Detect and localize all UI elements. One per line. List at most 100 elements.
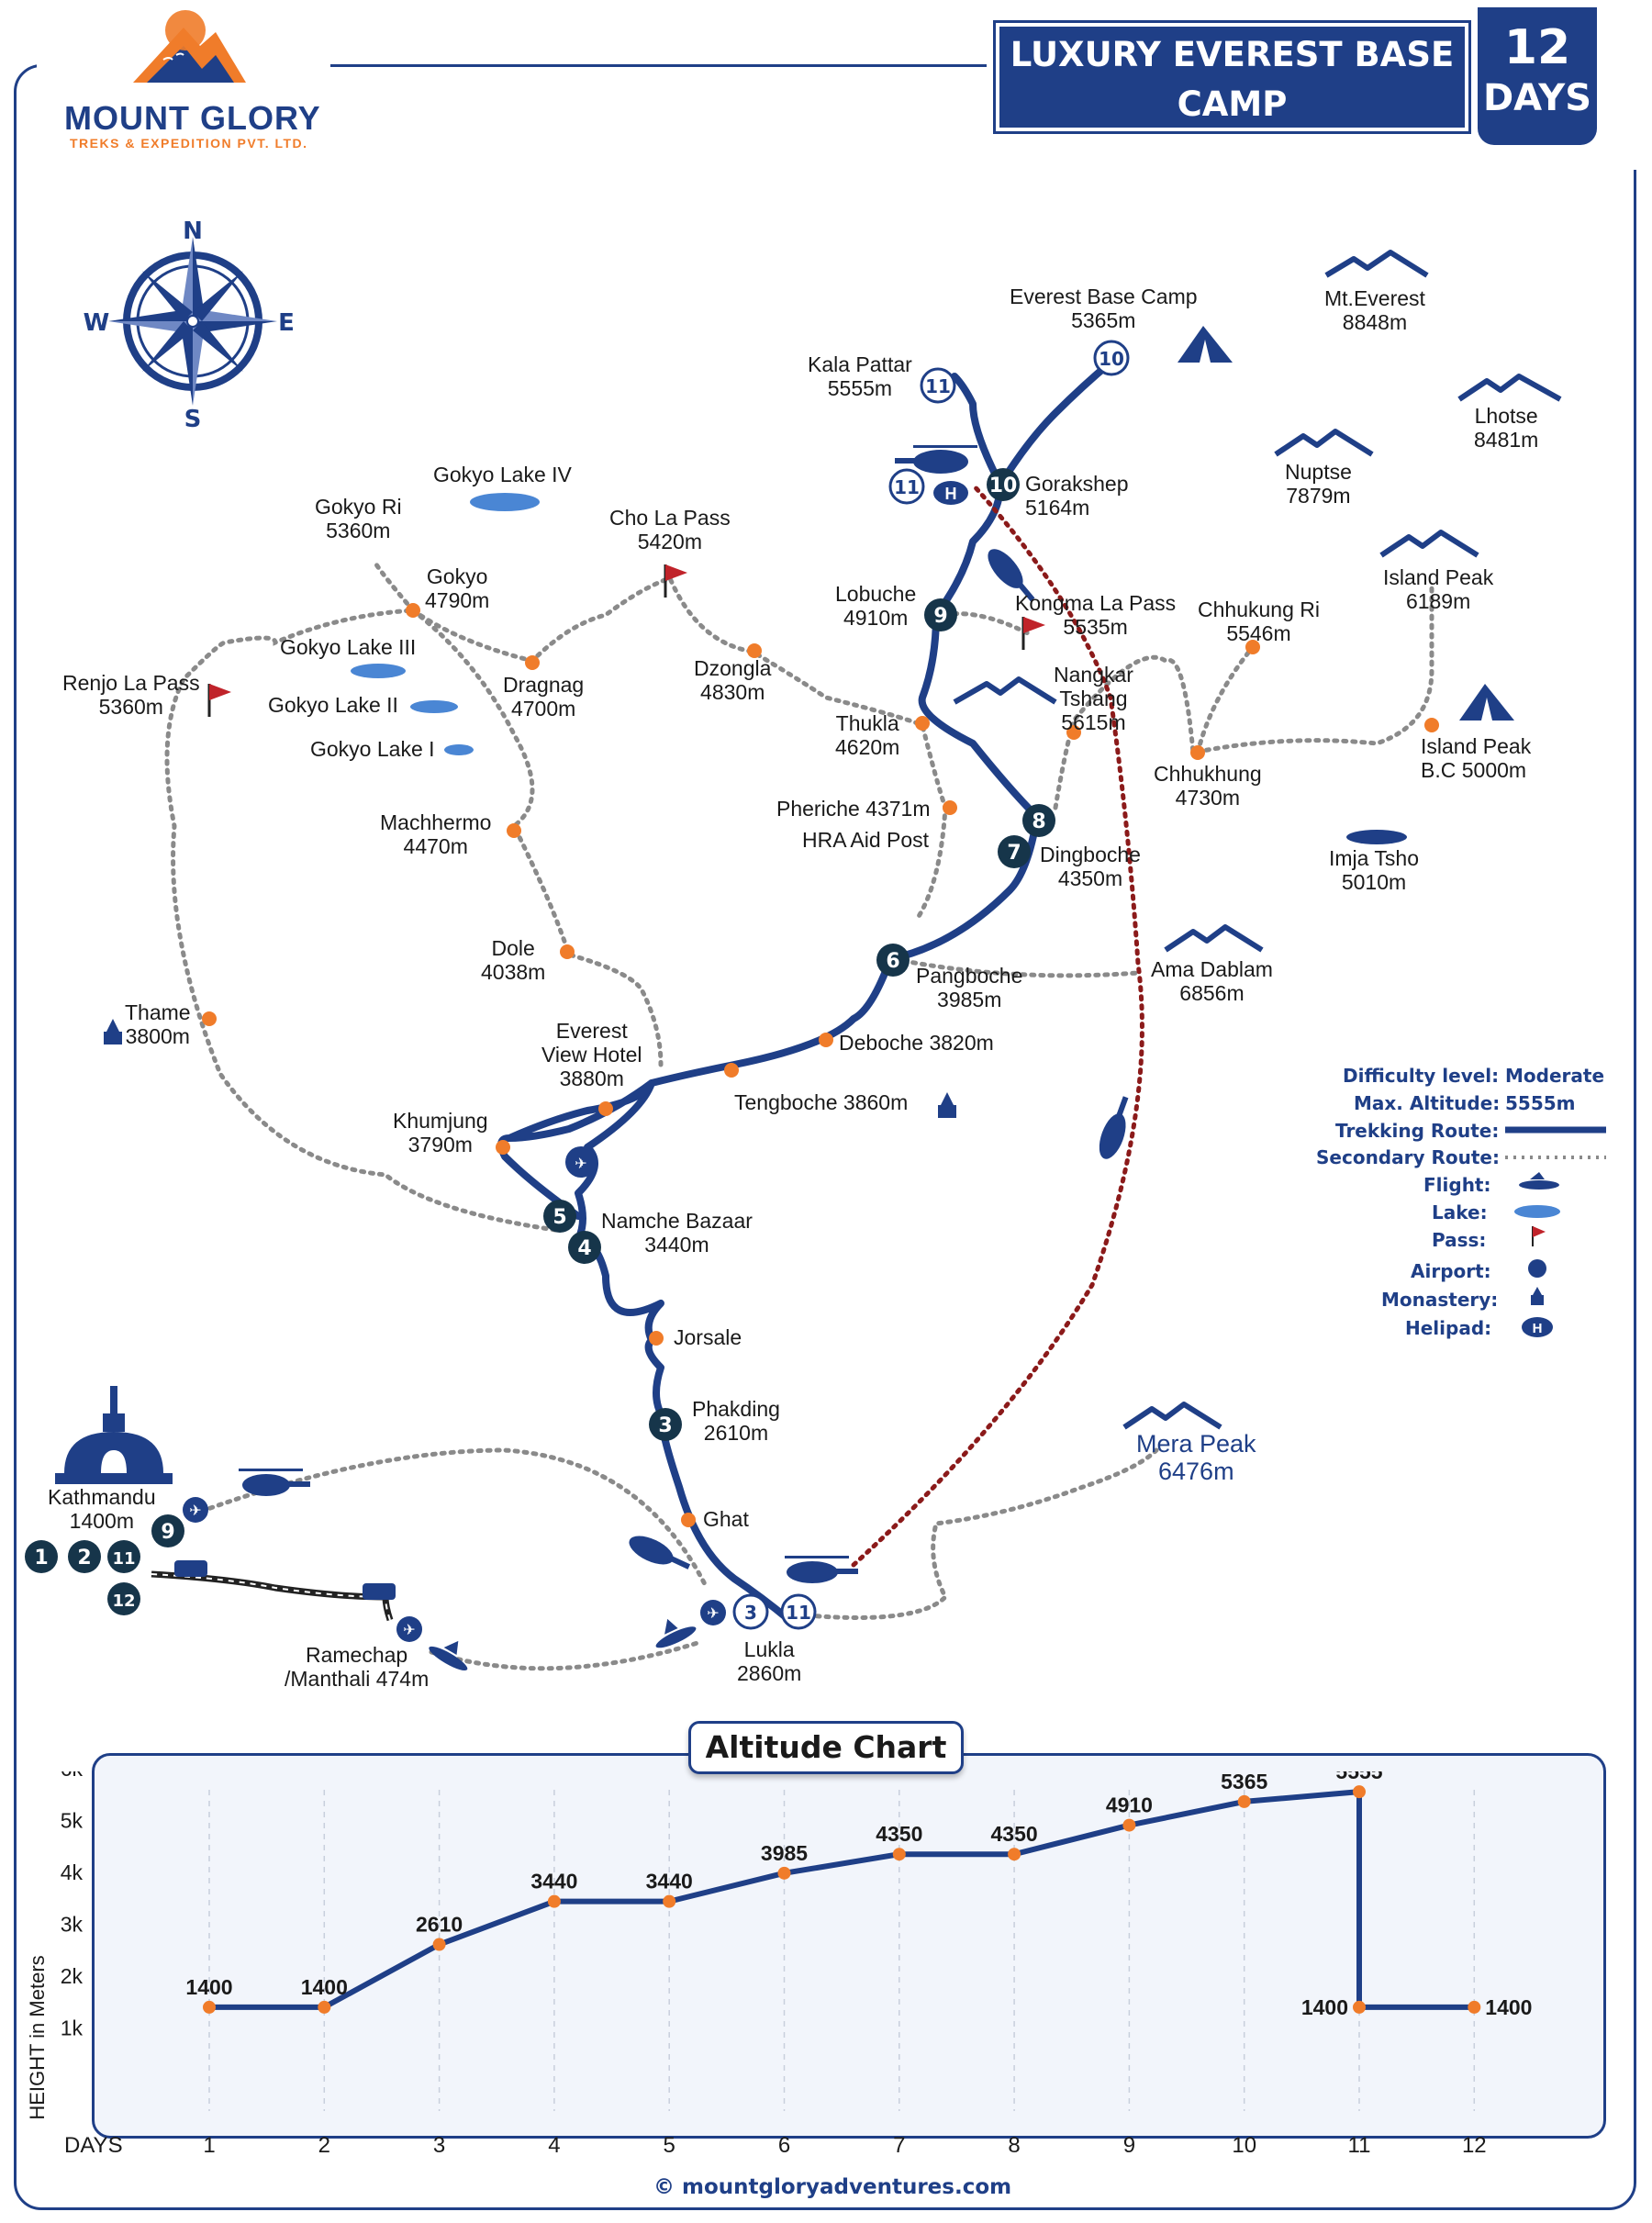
footer-website[interactable]: © mountgloryadventures.com: [653, 2175, 1011, 2199]
road-ktm-ramechap: [151, 1570, 394, 1622]
xtick-label: 4: [548, 2133, 560, 2157]
days-badge: 12 DAYS: [1478, 7, 1597, 145]
dot-gokyo-ri: [406, 603, 420, 618]
dot-pheriche: [943, 800, 957, 815]
jeep-2-icon: [363, 1583, 396, 1600]
label-gokyo-lake-2: Gokyo Lake II: [268, 693, 398, 717]
dot-chhukung-ri: [1245, 640, 1260, 654]
dot-khumjung: [496, 1140, 510, 1155]
day-marker-4: 4: [568, 1231, 601, 1264]
secondary-route-gokyo-east: [410, 608, 664, 1067]
day-marker-11-ktm: 11: [107, 1540, 140, 1573]
altitude-point: [318, 2000, 331, 2014]
altitude-data-label: 3985: [761, 1841, 808, 1865]
ytick-label: 6k: [61, 1771, 84, 1781]
legend-pass-icon: [1532, 1226, 1546, 1246]
ytick-label: 2k: [61, 1964, 84, 1988]
helicopter-mid-icon: [629, 1536, 691, 1570]
plane-lukla-icon: [655, 1618, 697, 1648]
day-marker-3-phakding: 3: [649, 1408, 682, 1441]
altitude-data-label: 1400: [301, 1975, 348, 1999]
legend-flight: Flight:: [1423, 1174, 1491, 1196]
helicopter-ama-icon: [1099, 1096, 1129, 1159]
xtick-label: 1: [203, 2133, 215, 2157]
day-marker-11-heli: 11: [888, 468, 925, 505]
dot-tengboche: [724, 1063, 739, 1078]
lake-gokyo-4: [470, 493, 540, 511]
footer-url[interactable]: mountgloryadventures.com: [682, 2175, 1012, 2199]
legend-airport-icon: [1528, 1259, 1546, 1278]
route-map: ✈✈✈✈ H: [25, 218, 1562, 1671]
day-marker-9-lobuche: 9: [924, 598, 957, 631]
day-marker-11-lukla: 11: [780, 1593, 817, 1630]
xtick-label: 12: [1462, 2133, 1487, 2157]
mountain-lhotse-icon: [1457, 374, 1562, 402]
tent-island-bc-icon: [1459, 684, 1514, 721]
pass-kongma-icon: [1021, 617, 1045, 650]
plane-ramechap-icon: [429, 1640, 468, 1671]
altitude-data-label: 4350: [991, 1822, 1038, 1846]
trek-title: LUXURY EVEREST BASE CAMP TREK WITH HELIC…: [993, 20, 1471, 223]
altitude-point: [1237, 1794, 1251, 1808]
legend-lake-icon: [1514, 1205, 1560, 1218]
xtick-label: 11: [1348, 2133, 1371, 2157]
legend-trekking: Trekking Route:: [1335, 1120, 1500, 1142]
monastery-thame-icon: [104, 1019, 122, 1044]
svg-text:11: 11: [925, 375, 951, 397]
helicopter-lobuche-icon: [988, 549, 1035, 602]
label-gokyo-lake-4: Gokyo Lake IV: [433, 463, 572, 486]
legend-helipad: Helipad:: [1405, 1317, 1492, 1339]
secondary-route-renjo: [374, 562, 416, 613]
map-frame: [14, 64, 1636, 2210]
xtick-label: 5: [664, 2133, 675, 2157]
legend-difficulty-val: Moderate: [1505, 1065, 1605, 1087]
altitude-point: [777, 1866, 791, 1880]
dot-island-bc: [1424, 718, 1439, 732]
lake-imja: [1346, 830, 1407, 844]
label-ghat: Ghat: [703, 1507, 749, 1531]
mountain-mera-icon: [1122, 1402, 1222, 1430]
airport-ramechap-icon: [396, 1616, 422, 1642]
day-marker-5: 5: [543, 1200, 576, 1233]
altitude-point: [1353, 2000, 1366, 2014]
svg-text:9: 9: [161, 1521, 174, 1544]
compass-rose-icon: [108, 237, 277, 406]
legend-altitude-val: 5555m: [1505, 1092, 1576, 1114]
dot-dzongla: [747, 643, 762, 658]
xtick-label: 9: [1123, 2133, 1135, 2157]
airport-lukla-icon: [700, 1600, 726, 1625]
label-gokyo-lake-1: Gokyo Lake I: [310, 737, 435, 761]
altitude-chart-box: [92, 1753, 1606, 2139]
altitude-point: [663, 1894, 676, 1908]
dot-machhermo: [507, 823, 521, 838]
label-pheriche: Pheriche 4371m: [776, 797, 931, 821]
dot-nangkar: [1066, 725, 1081, 740]
day-marker-7: 7: [998, 835, 1031, 868]
svg-text:✈: ✈: [189, 1502, 201, 1519]
svg-text:H: H: [1533, 1321, 1543, 1336]
legend-symbols: H: [1505, 1126, 1606, 1337]
lake-gokyo-1: [444, 744, 474, 755]
xtick-label: 10: [1232, 2133, 1256, 2157]
helicopter-ktm-icon: [239, 1469, 310, 1496]
ytick-label: 3k: [61, 1913, 84, 1937]
altitude-point: [892, 1848, 906, 1861]
svg-text:✈: ✈: [403, 1621, 415, 1638]
svg-text:3: 3: [658, 1414, 672, 1437]
svg-text:11: 11: [894, 476, 920, 498]
